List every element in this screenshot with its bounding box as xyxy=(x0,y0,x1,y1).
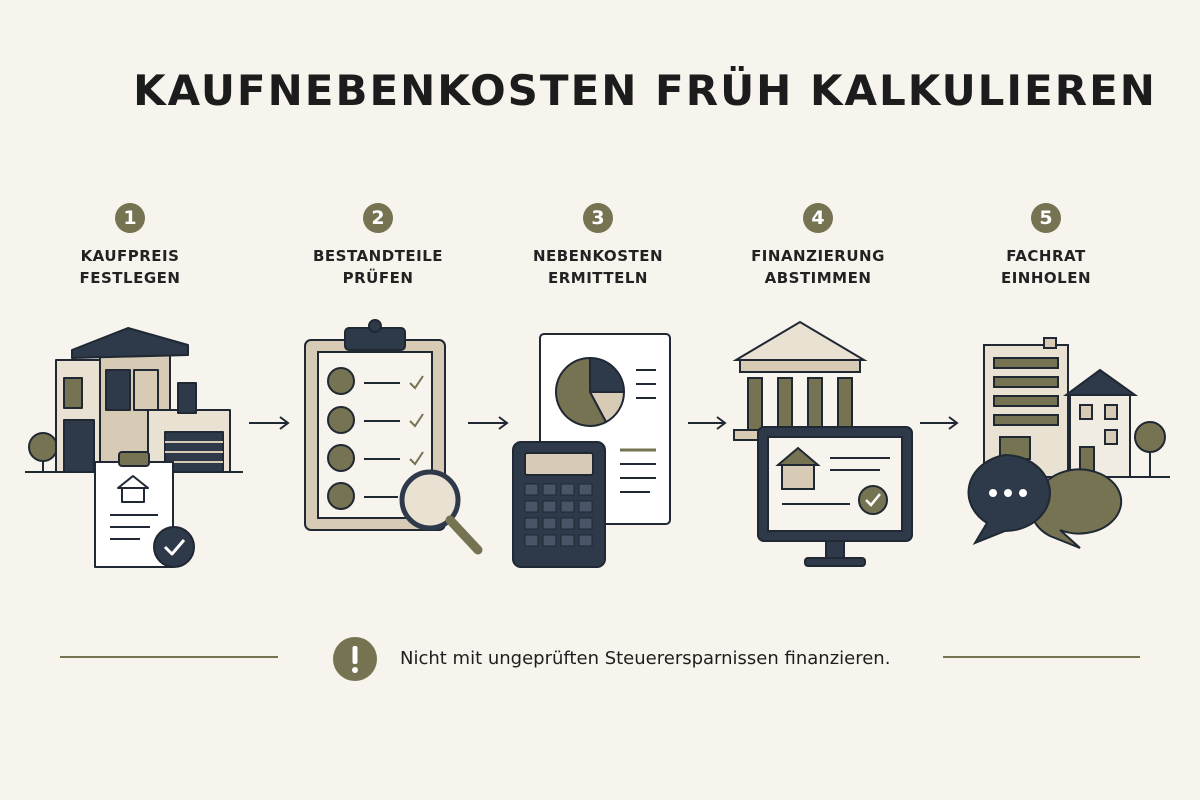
step-1: 1 KAUFPREIS FESTLEGEN xyxy=(30,203,230,289)
house-contract-icon xyxy=(25,327,243,568)
step-label: BESTANDTEILE PRÜFEN xyxy=(312,247,444,287)
step-label: KAUFPREIS FESTLEGEN xyxy=(79,247,181,287)
step-number: 3 xyxy=(583,203,613,233)
divider-left xyxy=(60,656,278,658)
step-label: NEBENKOSTEN ERMITTELN xyxy=(532,247,664,287)
step-4: 4 FINANZIERUNG ABSTIMMEN xyxy=(718,203,918,289)
step-label: FINANZIERUNG ABSTIMMEN xyxy=(751,247,885,287)
clipboard-checklist-icon xyxy=(304,319,483,555)
step-5: 5 FACHRAT EINHOLEN xyxy=(946,203,1146,289)
calculator-chart-icon xyxy=(512,333,671,568)
arrow-right-icon xyxy=(249,416,290,430)
bank-monitor-icon xyxy=(732,320,913,567)
step-number: 2 xyxy=(363,203,393,233)
warning-text: Nicht mit ungeprüften Steuerersparnissen… xyxy=(400,648,891,669)
step-label: FACHRAT EINHOLEN xyxy=(1000,247,1092,287)
arrow-right-icon xyxy=(468,416,509,430)
step-2: 2 BESTANDTEILE PRÜFEN xyxy=(278,203,478,289)
advice-chat-icon xyxy=(967,337,1170,549)
step-number: 5 xyxy=(1031,203,1061,233)
arrow-right-icon xyxy=(688,416,727,430)
exclamation-icon xyxy=(333,637,377,681)
divider-right xyxy=(943,656,1140,658)
arrow-right-icon xyxy=(920,416,959,430)
step-number: 1 xyxy=(115,203,145,233)
page-title: KAUFNEBENKOSTEN FRÜH KALKULIEREN xyxy=(133,66,1157,115)
step-3: 3 NEBENKOSTEN ERMITTELN xyxy=(498,203,698,289)
step-number: 4 xyxy=(803,203,833,233)
